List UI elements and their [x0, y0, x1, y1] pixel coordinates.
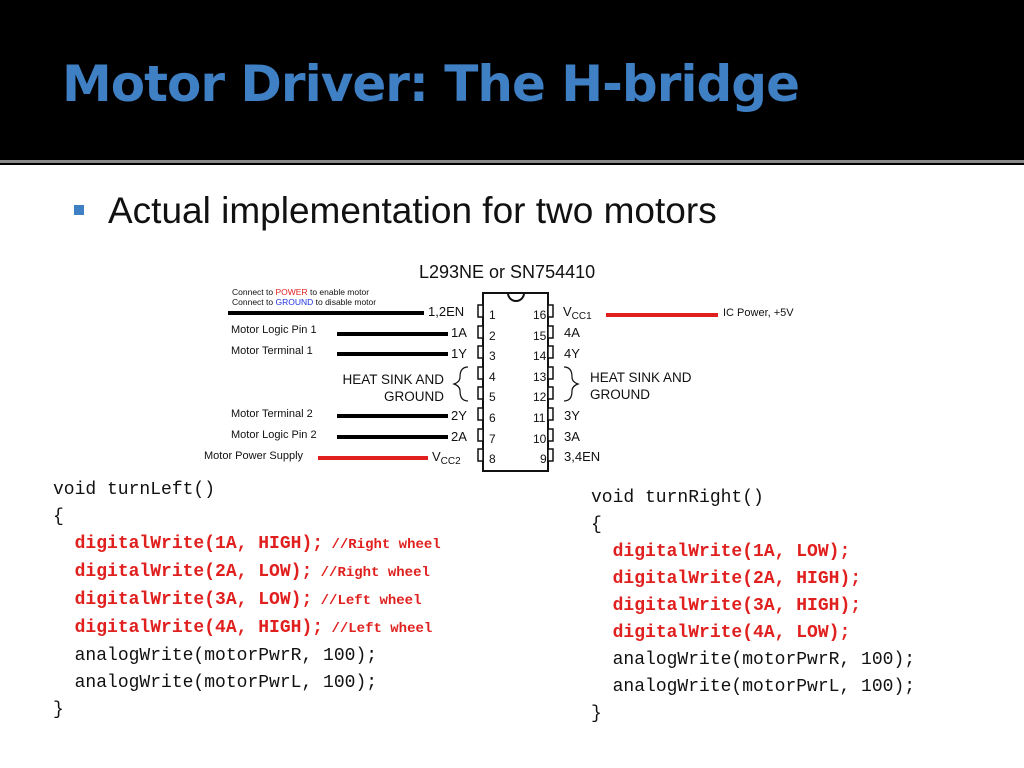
- code-line: void turnRight(): [591, 488, 764, 508]
- code-line: void turnLeft(): [53, 480, 216, 500]
- pin-num-1: 1: [489, 308, 496, 322]
- pin-name-11: 3Y: [564, 408, 580, 423]
- code-line: digitalWrite(1A, HIGH); //Right wheel: [74, 534, 441, 554]
- pin-num-2: 2: [489, 329, 496, 343]
- enable-note-line2: Connect to GROUND to disable motor: [232, 297, 377, 307]
- label-power-supply: Motor Power Supply: [204, 450, 304, 462]
- pin-num-9: 9: [540, 452, 547, 466]
- pin-num-8: 8: [489, 452, 496, 466]
- pin-num-5: 5: [489, 390, 496, 404]
- code-line: }: [591, 704, 602, 724]
- code-line: {: [53, 507, 64, 527]
- code-line: analogWrite(motorPwrL, 100);: [612, 677, 916, 697]
- pin-num-16: 16: [533, 308, 547, 322]
- pin-name-1: 1,2EN: [428, 304, 465, 319]
- pin-name-3: 1Y: [451, 346, 467, 361]
- pin-num-11: 11: [533, 411, 546, 425]
- code-line: analogWrite(motorPwrL, 100);: [74, 673, 378, 693]
- pin-num-15: 15: [533, 329, 547, 343]
- enable-note-line1: Connect to POWER to enable motor: [232, 287, 370, 297]
- pin-num-13: 13: [533, 370, 547, 384]
- pin-name-6: 2Y: [451, 408, 467, 423]
- pin-num-6: 6: [489, 411, 496, 425]
- label-logic-pin-2: Motor Logic Pin 2: [231, 429, 317, 441]
- wire-terminal-1: [337, 352, 448, 356]
- pin-name-10: 3A: [564, 429, 580, 444]
- code-line: digitalWrite(4A, HIGH); //Left wheel: [74, 618, 433, 638]
- wire-terminal-2: [337, 414, 448, 418]
- code-line: digitalWrite(3A, HIGH);: [612, 596, 862, 616]
- pin-num-12: 12: [533, 390, 547, 404]
- chip-body-svg: [452, 292, 580, 472]
- wire-logic-pin-1: [337, 332, 448, 336]
- wire-enable: [228, 311, 424, 315]
- code-line: digitalWrite(1A, LOW);: [612, 542, 851, 562]
- pin-num-4: 4: [489, 370, 496, 384]
- code-line: digitalWrite(2A, LOW); //Right wheel: [74, 562, 430, 582]
- label-ic-power: IC Power, +5V: [723, 307, 794, 319]
- chip-name: L293NE or SN754410: [419, 262, 596, 282]
- bullet-square-icon: [74, 205, 84, 215]
- pin-num-10: 10: [533, 432, 547, 446]
- pin-name-7: 2A: [451, 429, 467, 444]
- code-line: digitalWrite(3A, LOW); //Left wheel: [74, 590, 422, 610]
- pin-name-2: 1A: [451, 325, 467, 340]
- pin-num-7: 7: [489, 432, 496, 446]
- wire-logic-pin-2: [337, 435, 448, 439]
- label-terminal-1: Motor Terminal 1: [231, 345, 313, 357]
- label-terminal-2: Motor Terminal 2: [231, 408, 313, 420]
- wire-ic-power: [606, 313, 718, 317]
- code-line: digitalWrite(4A, LOW);: [612, 623, 851, 643]
- pin-num-3: 3: [489, 349, 496, 363]
- code-line: analogWrite(motorPwrR, 100);: [612, 650, 916, 670]
- code-line: digitalWrite(2A, HIGH);: [612, 569, 862, 589]
- pin-name-8: VCC2: [432, 449, 461, 467]
- pin-num-14: 14: [533, 349, 547, 363]
- pin-name-14: 4Y: [564, 346, 580, 361]
- code-turn-left: void turnLeft() { digitalWrite(1A, HIGH);…: [53, 477, 441, 724]
- label-logic-pin-1: Motor Logic Pin 1: [231, 324, 317, 336]
- title-bar: Motor Driver: The H-bridge: [0, 0, 1024, 160]
- code-line: }: [53, 700, 64, 720]
- code-turn-right: void turnRight() { digitalWrite(1A, LOW);…: [591, 485, 915, 728]
- title-divider: [0, 160, 1024, 163]
- pin-name-16: VCC1: [563, 304, 592, 322]
- code-line: analogWrite(motorPwrR, 100);: [74, 646, 378, 666]
- wire-power-supply: [318, 456, 428, 460]
- slide-title: Motor Driver: The H-bridge: [62, 55, 800, 113]
- pin-name-9: 3,4EN: [564, 449, 601, 464]
- code-line: {: [591, 515, 602, 535]
- pin-name-15: 4A: [564, 325, 580, 340]
- bullet-text: Actual implementation for two motors: [108, 190, 717, 231]
